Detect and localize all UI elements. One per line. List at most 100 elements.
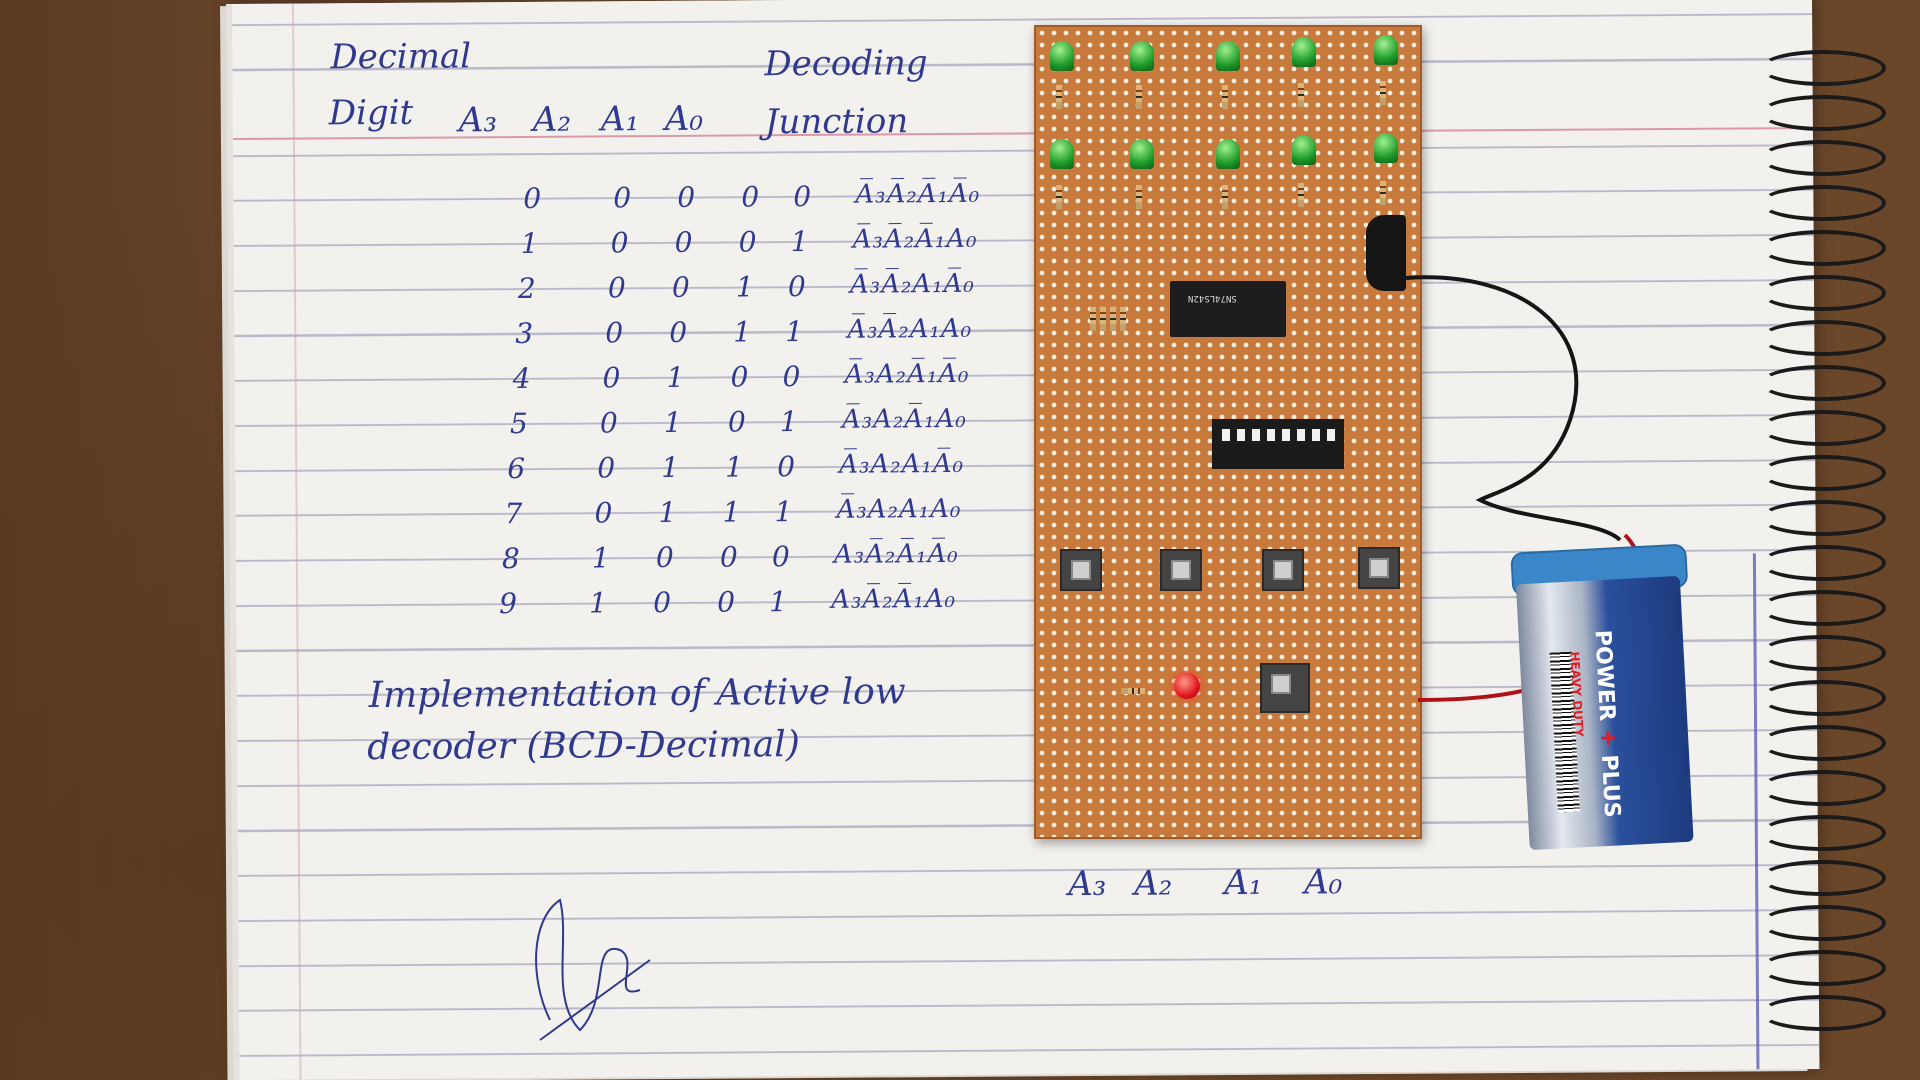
spiral-ring	[1760, 680, 1886, 716]
input-button-a2[interactable]	[1160, 549, 1202, 591]
output-led-9	[1374, 133, 1398, 163]
voltage-regulator	[1366, 215, 1406, 291]
decoder-ic: SN74LS42N	[1170, 281, 1286, 337]
output-led-0	[1050, 41, 1074, 71]
spiral-ring	[1760, 590, 1886, 626]
cell-a0: 1	[785, 315, 804, 349]
output-led-8	[1292, 135, 1316, 165]
spiral-ring	[1760, 455, 1886, 491]
cell-a0: 1	[769, 585, 788, 619]
dip-switch[interactable]	[1212, 419, 1344, 469]
spiral-ring	[1760, 410, 1886, 446]
cell-digit: 0	[523, 181, 542, 215]
cell-digit: 8	[501, 542, 520, 576]
cell-a3: 0	[605, 316, 624, 350]
resistor	[1120, 307, 1126, 331]
cell-a3: 0	[597, 451, 616, 485]
cell-fn: A̅₃A₂A₁A₀	[836, 493, 962, 525]
cell-a3: 0	[610, 226, 629, 260]
cell-a2: 1	[661, 450, 680, 485]
handwritten-signature	[535, 898, 651, 1041]
power-button[interactable]	[1260, 663, 1310, 713]
cell-digit: 9	[499, 587, 518, 621]
cell-a0: 1	[774, 495, 793, 529]
output-led-5	[1050, 139, 1074, 169]
cell-a2: 1	[663, 405, 682, 439]
notebook-page: Decimal Digit A₃ A₂ A₁ A₀ Decoding Junct…	[232, 0, 1820, 1080]
spiral-ring	[1760, 320, 1886, 356]
cell-digit: 4	[512, 361, 531, 396]
header-a1: A₁	[600, 99, 640, 140]
resistor	[1056, 185, 1062, 209]
cell-a0: 1	[790, 224, 809, 259]
output-led-6	[1130, 139, 1154, 169]
cell-a2: 1	[666, 360, 685, 394]
cell-a0: 1	[779, 405, 798, 439]
cell-fn: A̅₃A̅₂A₁A̅₀	[849, 268, 975, 300]
resistor	[1222, 85, 1228, 109]
header-a0: A₀	[664, 98, 704, 139]
resistor	[1222, 185, 1228, 209]
battery-body: POWER + PLUS HEAVY DUTY	[1515, 575, 1694, 851]
output-led-1	[1130, 41, 1154, 71]
cell-fn: A₃A̅₂A̅₁A̅₀	[833, 538, 959, 570]
spiral-ring	[1760, 815, 1886, 851]
spiral-ring	[1760, 230, 1886, 266]
spiral-ring	[1760, 275, 1886, 311]
cell-a1: 0	[738, 225, 757, 259]
cell-a0: 0	[787, 270, 806, 304]
cell-digit: 7	[504, 496, 523, 531]
cell-a3: 0	[602, 361, 621, 395]
ic-marking: SN74LS42N	[1188, 293, 1237, 303]
resistor	[1090, 307, 1096, 331]
cell-fn: A̅₃A̅₂A₁A₀	[847, 313, 973, 345]
cell-a0: 0	[777, 450, 796, 484]
cell-a1: 0	[717, 585, 736, 619]
cell-a2: 0	[655, 540, 674, 575]
cell-a2: 0	[669, 315, 688, 349]
spiral-ring	[1760, 860, 1886, 896]
output-led-4	[1374, 35, 1398, 65]
cell-a1: 1	[735, 270, 754, 304]
cell-a1: 1	[722, 495, 741, 529]
input-button-a1[interactable]	[1262, 549, 1304, 591]
cell-digit: 2	[517, 271, 536, 306]
cell-a1: 1	[725, 450, 744, 484]
cell-fn: A₃A̅₂A̅₁A₀	[831, 583, 957, 615]
spiral-ring	[1760, 725, 1886, 761]
switch-label-a3: A₃	[1068, 863, 1107, 905]
cell-fn: A̅₃A̅₂A̅₁A̅₀	[855, 178, 981, 210]
spiral-ring	[1760, 950, 1886, 986]
spiral-ring	[1760, 365, 1886, 401]
resistor	[1298, 83, 1304, 107]
header-a3: A₃	[458, 100, 498, 141]
cell-fn: A̅₃A̅₂A̅₁A₀	[852, 223, 978, 255]
header-decimal: Decimal	[330, 36, 472, 78]
cell-a3: 1	[589, 586, 608, 620]
cell-a2: 0	[653, 585, 672, 620]
cell-fn: A̅₃A₂A₁A̅₀	[839, 448, 965, 480]
cell-a1: 0	[727, 405, 746, 439]
header-a2: A₂	[532, 99, 572, 140]
resistor	[1121, 688, 1145, 694]
spiral-ring	[1760, 770, 1886, 806]
cell-a0: 0	[793, 179, 812, 214]
cell-fn: A̅₃A₂A̅₁A₀	[841, 403, 967, 435]
cell-a3: 0	[607, 271, 626, 305]
spiral-ring	[1760, 95, 1886, 131]
input-button-a3[interactable]	[1060, 549, 1102, 591]
input-button-a0[interactable]	[1358, 547, 1400, 589]
cell-a0: 0	[782, 360, 801, 394]
cell-a2: 1	[658, 495, 677, 530]
caption-line-2: decoder (BCD-Decimal)	[367, 724, 800, 769]
cell-fn: A̅₃A₂A̅₁A̅₀	[844, 358, 970, 390]
resistor	[1110, 307, 1116, 331]
cell-a2: 0	[677, 180, 696, 214]
cell-a3: 0	[599, 406, 618, 440]
cell-a1: 0	[719, 540, 738, 574]
caption-line-1: Implementation of Active low	[368, 671, 906, 717]
cell-a3: 0	[613, 181, 632, 215]
spiral-ring	[1760, 545, 1886, 581]
power-led	[1174, 673, 1200, 699]
cell-digit: 1	[520, 226, 539, 260]
